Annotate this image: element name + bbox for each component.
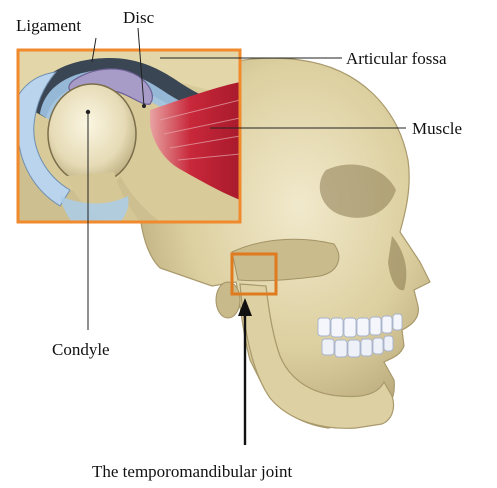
zygomatic-arch <box>232 239 339 280</box>
label-condyle: Condyle <box>52 341 110 358</box>
condyle-shape <box>48 84 136 184</box>
label-ligament: Ligament <box>16 17 81 34</box>
label-disc: Disc <box>123 9 154 26</box>
label-muscle: Muscle <box>412 120 462 137</box>
label-joint: The temporomandibular joint <box>92 463 292 480</box>
mastoid-process <box>216 282 240 318</box>
inset-magnified-joint <box>18 50 240 222</box>
label-articular-fossa: Articular fossa <box>346 50 447 67</box>
